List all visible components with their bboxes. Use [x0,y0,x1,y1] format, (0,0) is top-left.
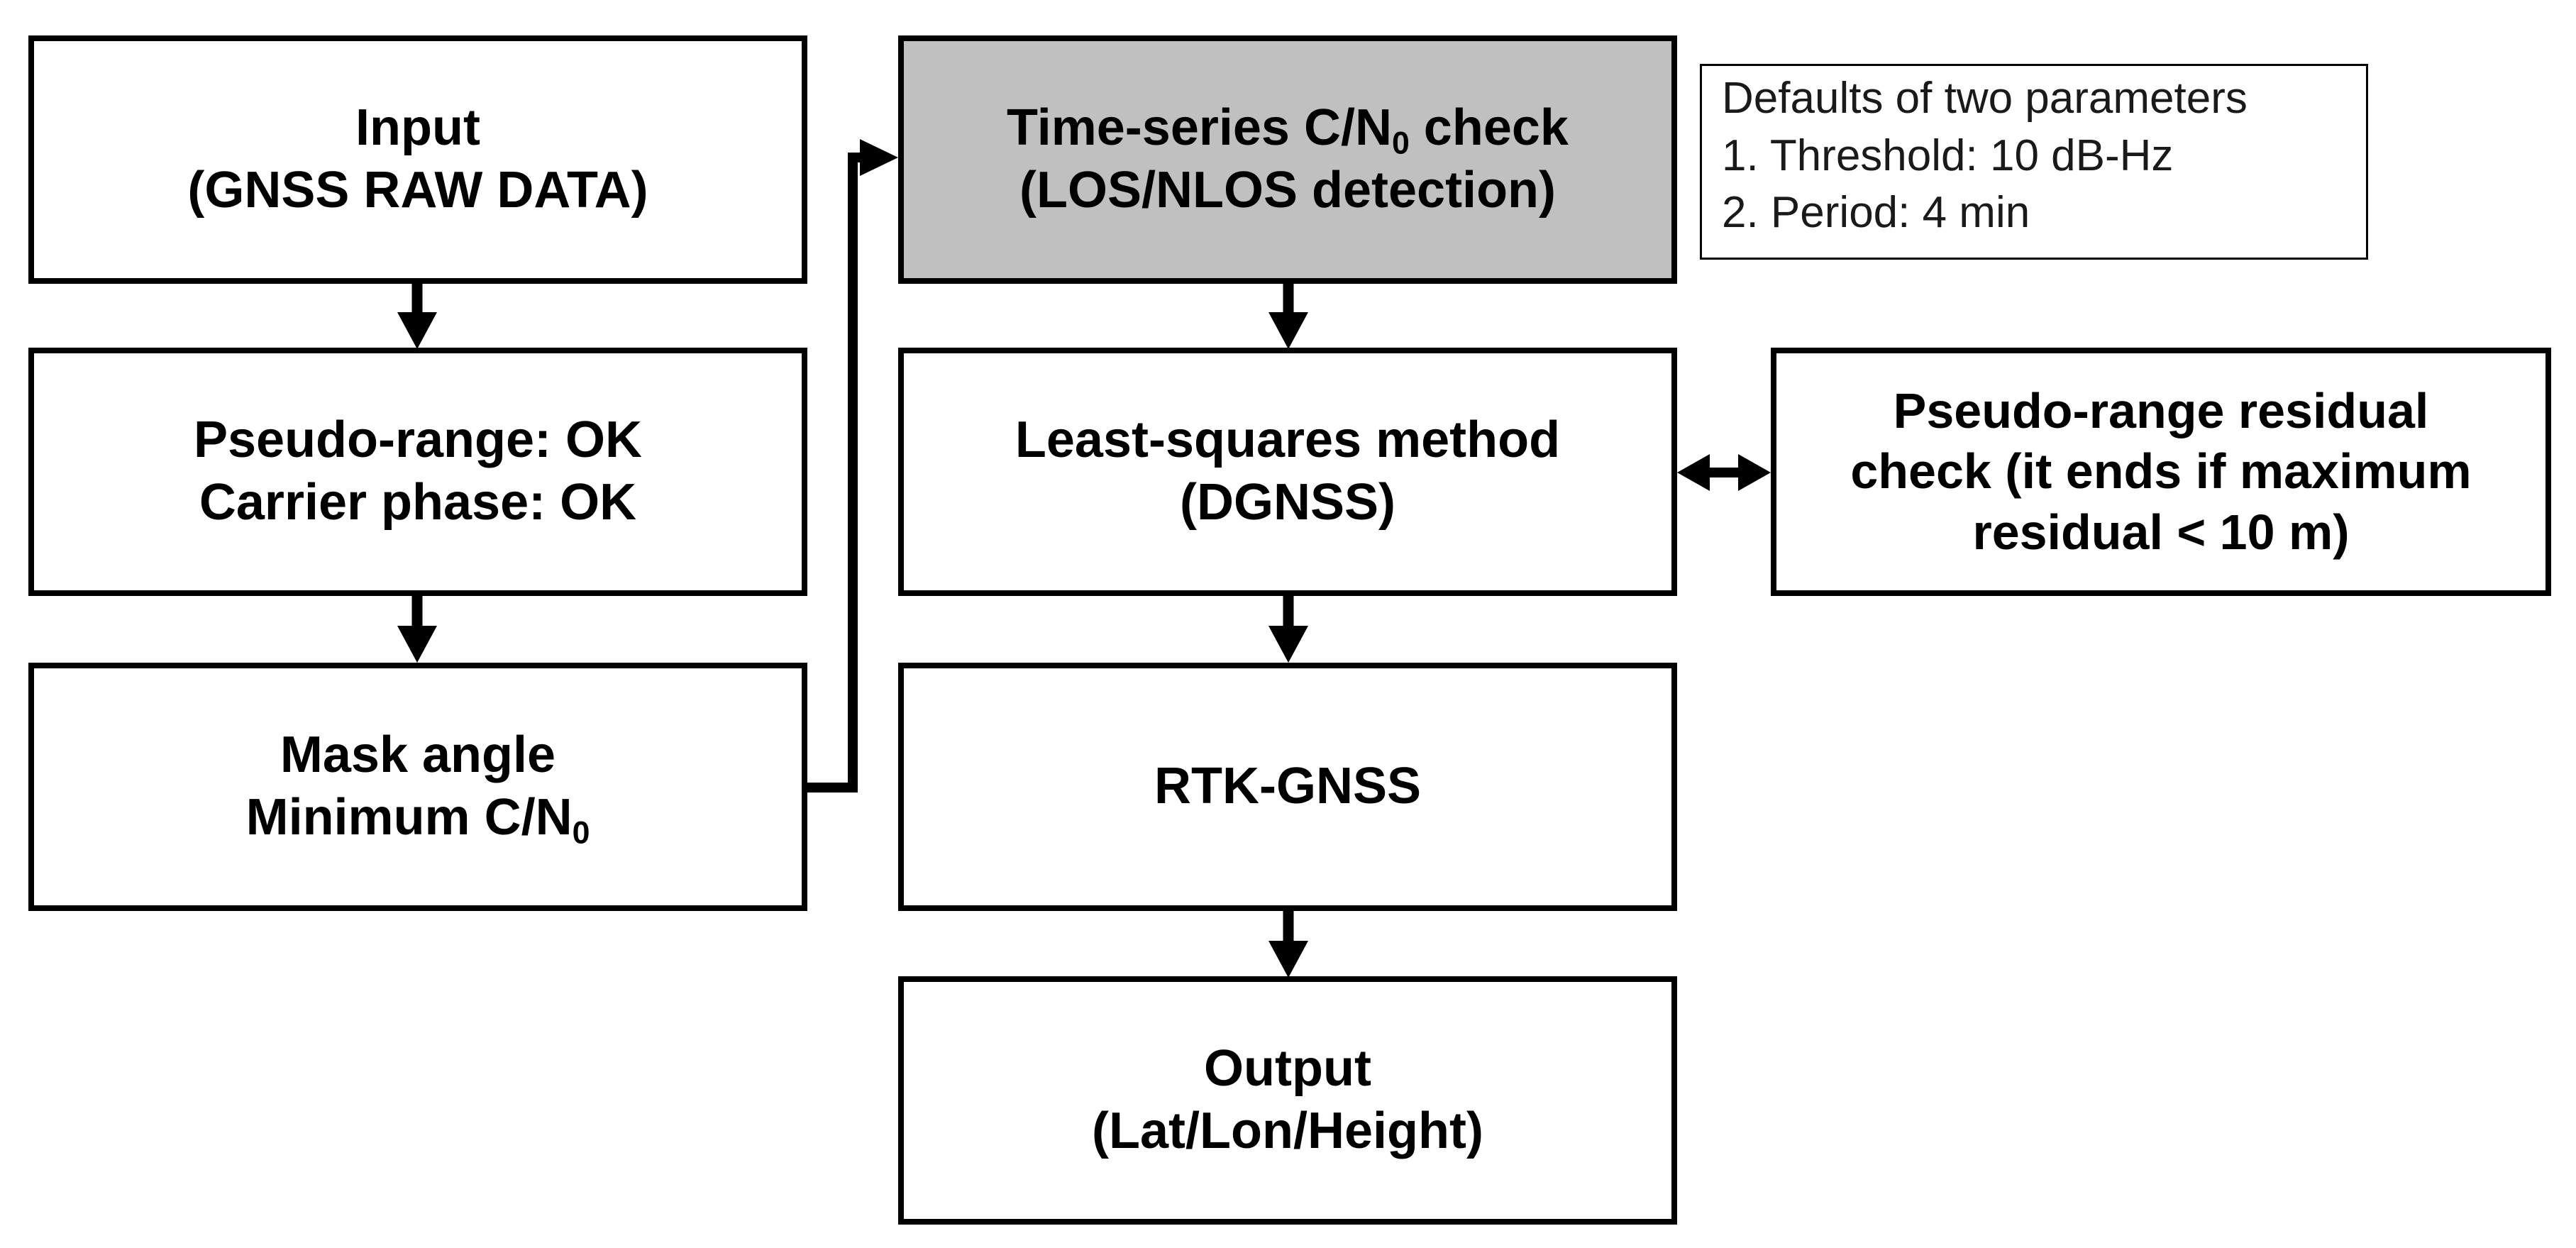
output-title: Output [1204,1040,1371,1098]
arrow-mask-to-timeseries [805,153,866,793]
input-box: Input (GNSS RAW DATA) [28,35,807,284]
pseudo-range-line: Pseudo-range: OK [193,412,643,469]
minimum-cn0-subscript: 0 [572,815,590,851]
output-box: Output (Lat/Lon/Height) [898,976,1677,1225]
arrowhead-pseudorange-to-mask [397,626,437,663]
default-threshold: 1. Threshold: 10 dB-Hz [1722,131,2174,180]
defaults-heading: Defaults of two parameters [1722,74,2248,123]
residual-check-box: Pseudo-range residual check (it ends if … [1771,348,2551,596]
output-subtitle: (Lat/Lon/Height) [1092,1103,1483,1159]
carrier-phase-line: Carrier phase: OK [199,474,637,531]
defaults-note: Defaults of two parameters 1. Threshold:… [1700,64,2368,260]
mask-angle-box: Mask angle Minimum C/N0 [28,663,807,911]
default-period: 2. Period: 4 min [1722,188,2030,238]
residual-check-line-2: check (it ends if maximum [1850,443,2472,499]
los-nlos-line: (LOS/NLOS detection) [1019,162,1556,219]
input-subtitle: (GNSS RAW DATA) [187,162,648,219]
arrowhead-mask-to-timeseries [860,139,898,176]
residual-check-line-3: residual < 10 m) [1972,504,2350,560]
minimum-cn0-line: Minimum C/N0 [246,787,590,849]
minimum-cn0-text: Minimum C/N [245,789,573,846]
double-arrow-head-left [1677,454,1710,491]
rtk-gnss-box: RTK-GNSS [898,663,1677,911]
arrowhead-leastsquares-to-rtk [1268,626,1308,663]
least-squares-box: Least-squares method (DGNSS) [898,348,1677,596]
time-series-subscript: 0 [1391,126,1410,161]
rtk-gnss-label: RTK-GNSS [1154,758,1421,815]
least-squares-title: Least-squares method [1015,412,1561,469]
input-title: Input [355,99,480,157]
arrowhead-input-to-pseudorange [397,312,437,349]
time-series-title: Time-series C/N0 check [1007,97,1569,160]
time-series-text: Time-series C/N [1007,99,1392,157]
time-series-suffix: check [1409,99,1569,157]
pseudo-range-box: Pseudo-range: OK Carrier phase: OK [28,348,807,596]
arrowhead-rtk-to-output [1268,941,1308,978]
time-series-check-box: Time-series C/N0 check (LOS/NLOS detecti… [898,35,1677,284]
arrowhead-timeseries-to-leastsquares [1268,312,1308,349]
mask-angle-line: Mask angle [280,727,556,784]
residual-check-line-1: Pseudo-range residual [1893,382,2429,438]
double-arrow-head-right [1738,454,1771,491]
dgnss-line: (DGNSS) [1180,474,1395,531]
